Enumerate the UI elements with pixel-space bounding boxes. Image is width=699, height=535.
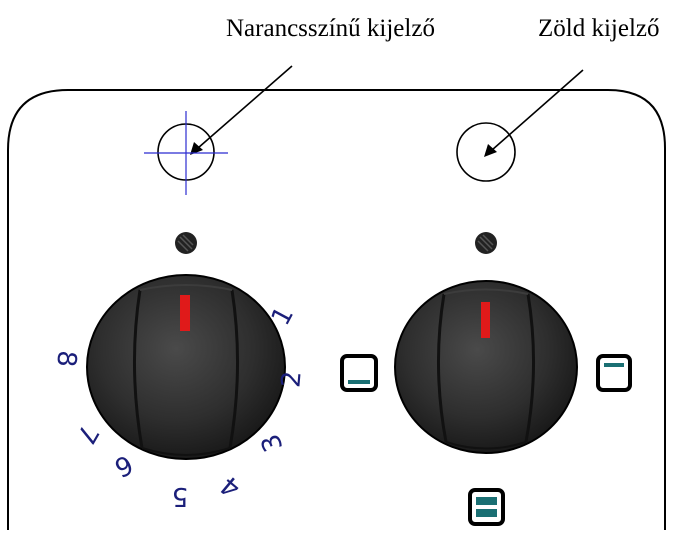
green-indicator-label: Zöld kijelző — [538, 15, 660, 42]
scale-label-3: 3 — [256, 430, 290, 456]
top-and-bottom-heat-icon — [468, 488, 505, 526]
temperature-knob[interactable] — [86, 274, 286, 460]
green-indicator-lamp — [456, 122, 516, 182]
temperature-knob-pointer — [180, 295, 190, 331]
scale-label-7: 7 — [70, 419, 104, 448]
scale-label-8: 8 — [50, 349, 81, 368]
function-knob-pointer — [481, 302, 490, 338]
function-knob[interactable] — [394, 280, 578, 454]
scale-label-2: 2 — [276, 370, 307, 389]
left-screw — [175, 232, 197, 254]
green-indicator-arrow — [484, 69, 584, 157]
panel-outline — [7, 89, 666, 530]
scale-label-6: 6 — [110, 448, 138, 482]
top-heat-icon — [340, 354, 378, 392]
orange-indicator-lamp — [144, 111, 228, 195]
orange-indicator-label: Narancsszínű kijelző — [226, 15, 435, 42]
top-heat-icon-right — [596, 354, 632, 392]
orange-indicator-arrow — [190, 65, 293, 155]
right-screw — [475, 232, 497, 254]
scale-label-5: 5 — [172, 481, 189, 511]
scale-label-4: 4 — [215, 469, 247, 503]
